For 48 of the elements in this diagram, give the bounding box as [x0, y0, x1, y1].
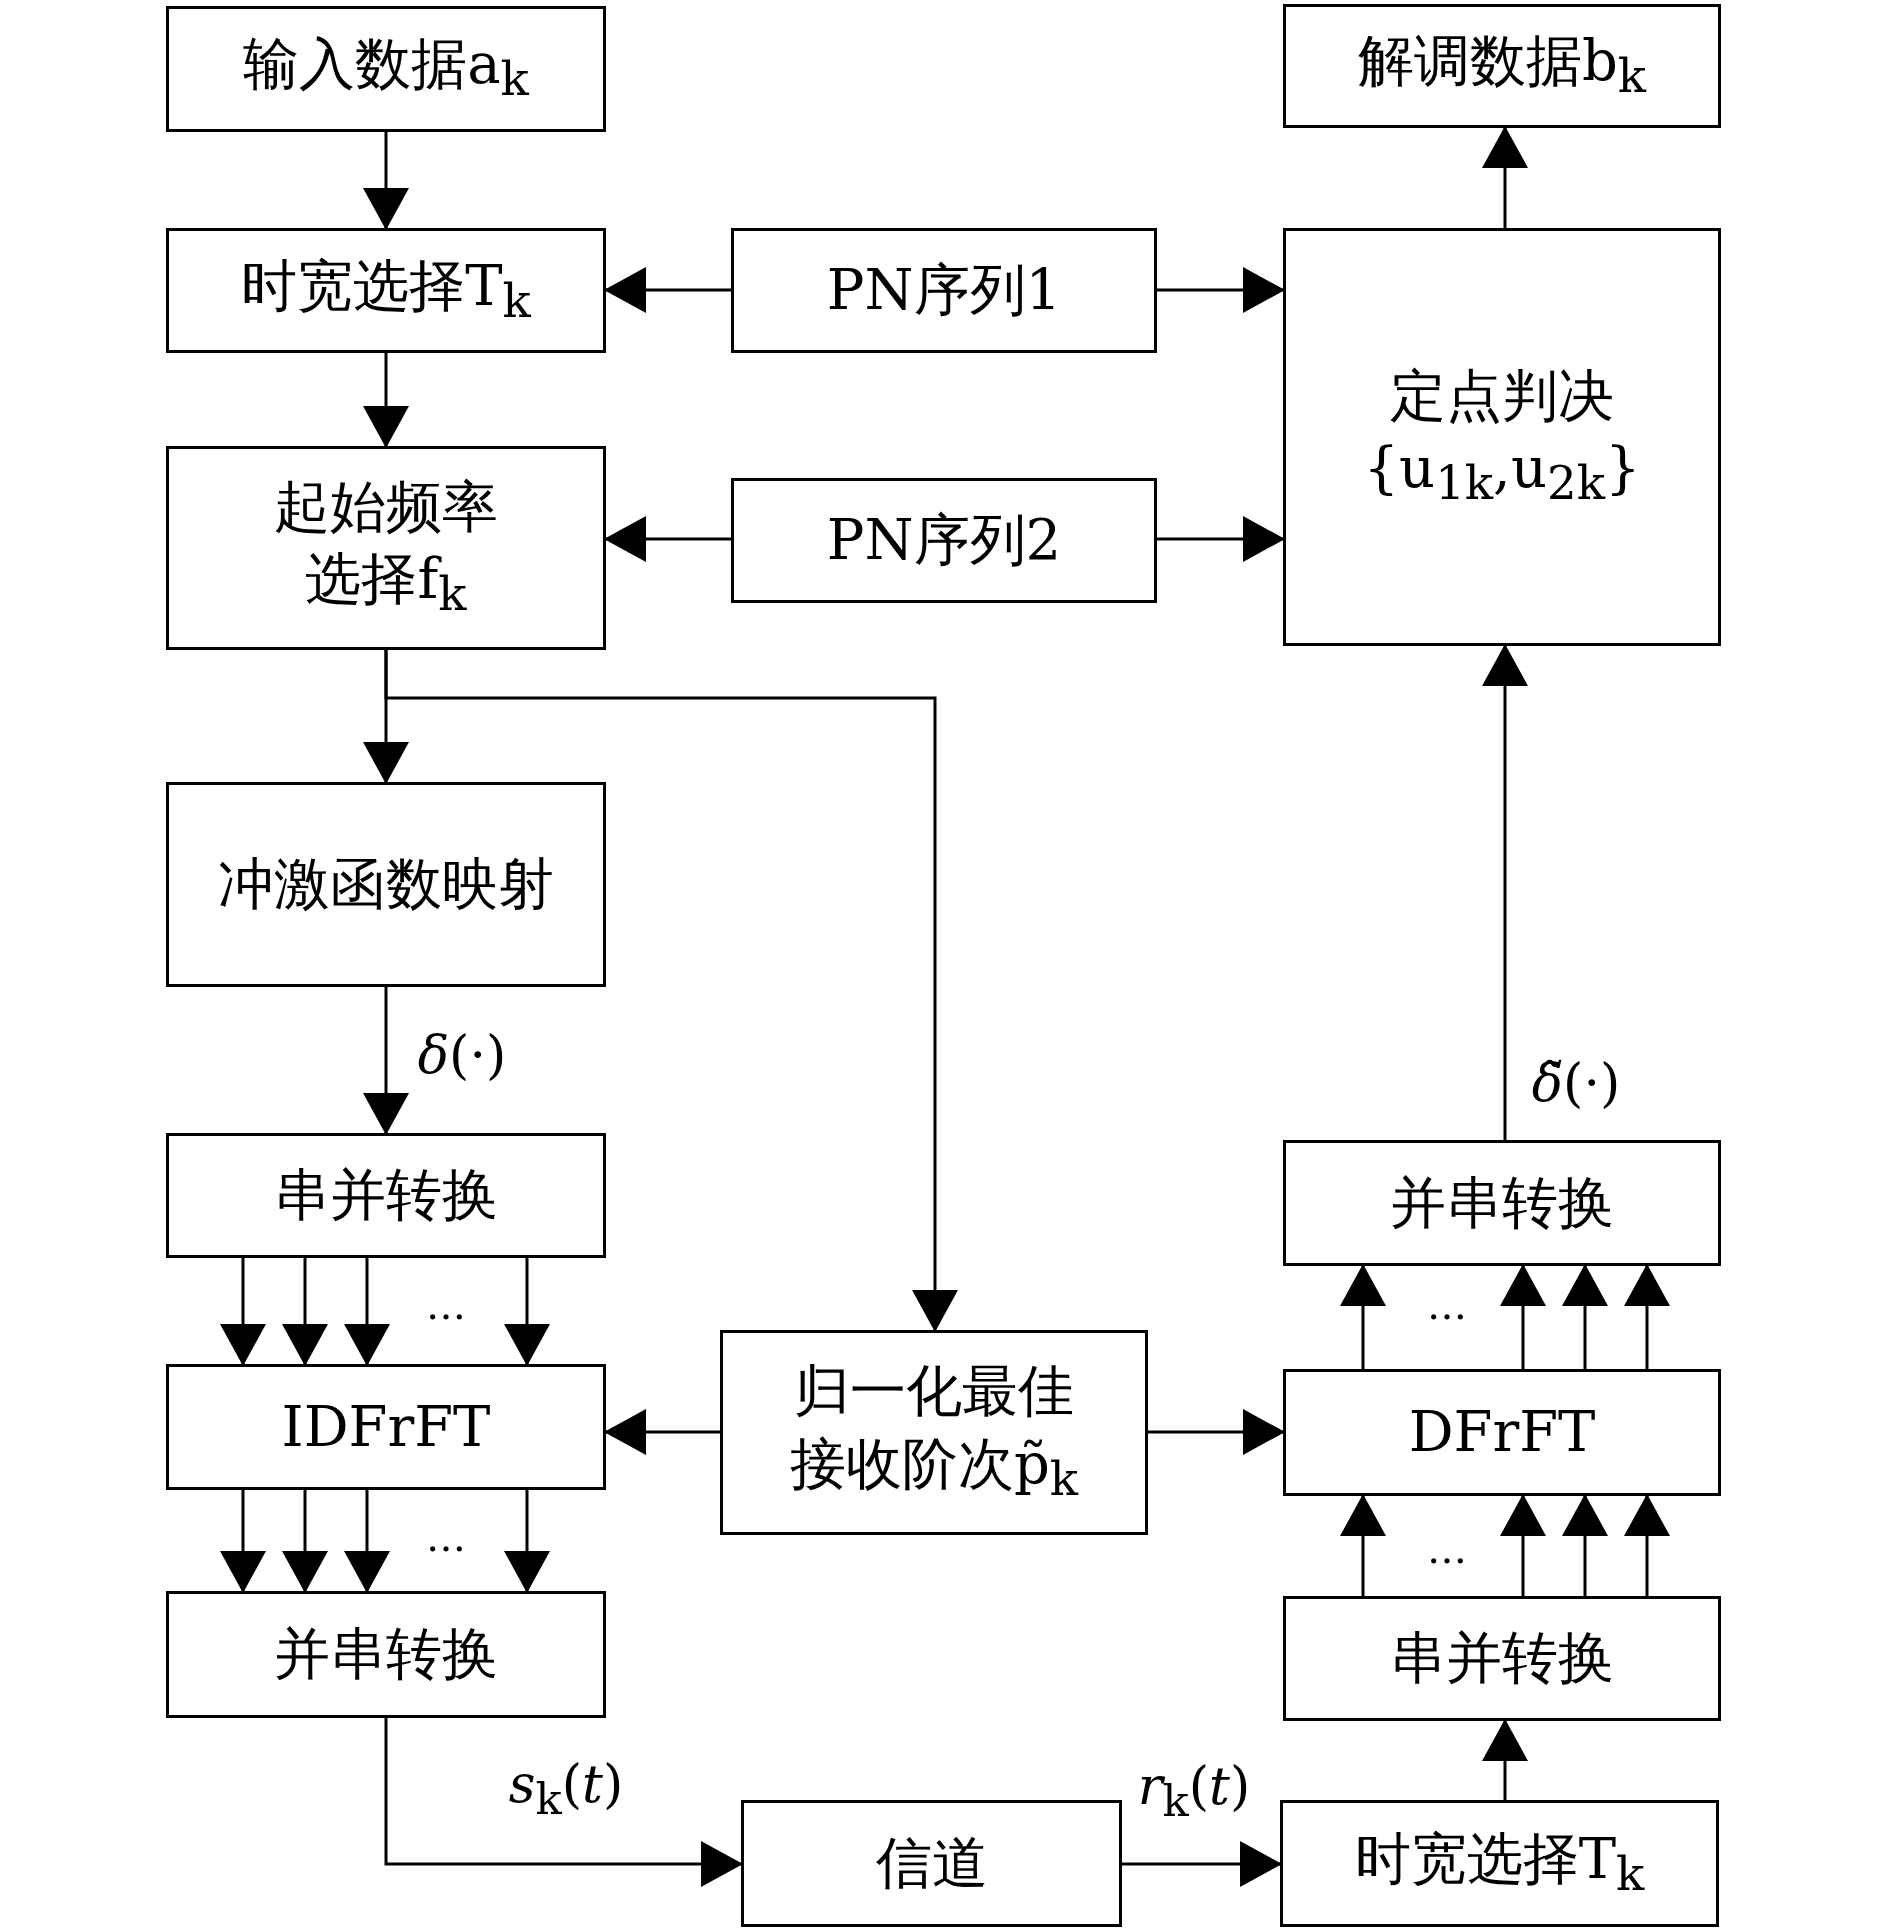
process-box: 冲激函数映射 — [166, 782, 606, 987]
arrow — [220, 1490, 266, 1593]
arrow — [1624, 1494, 1670, 1596]
arrow — [1482, 644, 1528, 1140]
arrow — [1500, 1264, 1546, 1369]
arrow — [1500, 1494, 1546, 1596]
process-box: 解调数据b$_{k}$ — [1283, 4, 1721, 128]
arrow — [604, 516, 731, 562]
arrow — [1562, 1264, 1608, 1369]
process-box: 输入数据a$_{k}$ — [166, 6, 606, 132]
arrow — [344, 1490, 390, 1593]
process-box: 并串转换 — [166, 1591, 606, 1718]
process-box: 串并转换 — [166, 1133, 606, 1258]
process-box: 信道 — [741, 1800, 1122, 1927]
arrow — [282, 1490, 328, 1593]
arrow — [384, 1718, 743, 1887]
arrow — [1482, 1719, 1528, 1800]
process-box: 时宽选择T$_{k}$ — [166, 228, 606, 353]
arrow — [1340, 1264, 1386, 1369]
arrow — [1157, 267, 1285, 313]
arrow — [1624, 1264, 1670, 1369]
arrow — [282, 1258, 328, 1366]
arrow — [1562, 1494, 1608, 1596]
arrow — [504, 1258, 550, 1366]
process-box: 串并转换 — [1283, 1596, 1721, 1721]
arrow — [1340, 1494, 1386, 1596]
arrow — [1482, 126, 1528, 228]
arrow — [1157, 516, 1285, 562]
arrow — [604, 1409, 720, 1455]
arrow — [220, 1258, 266, 1366]
process-box: 并串转换 — [1283, 1140, 1721, 1266]
arrow — [604, 267, 731, 313]
arrow — [344, 1258, 390, 1366]
arrow — [1122, 1841, 1282, 1887]
arrow — [504, 1490, 550, 1593]
arrow — [363, 987, 409, 1135]
arrow — [363, 353, 409, 448]
arrow — [384, 650, 958, 1332]
arrow — [363, 132, 409, 230]
process-box: 时宽选择T$_{k}$ — [1280, 1800, 1719, 1927]
arrow — [1148, 1409, 1285, 1455]
process-box: 起始频率选择f$_{k}$ — [166, 446, 606, 650]
process-box: PN序列1 — [731, 228, 1157, 353]
process-box: IDFrFT — [166, 1364, 606, 1490]
process-box: 归一化最佳接收阶次p̃$_{k}$ — [720, 1330, 1148, 1535]
process-box: PN序列2 — [731, 478, 1157, 603]
process-box: 定点判决{u$_{1k}$,u$_{2k}$} — [1283, 228, 1721, 646]
process-box: DFrFT — [1283, 1369, 1721, 1496]
